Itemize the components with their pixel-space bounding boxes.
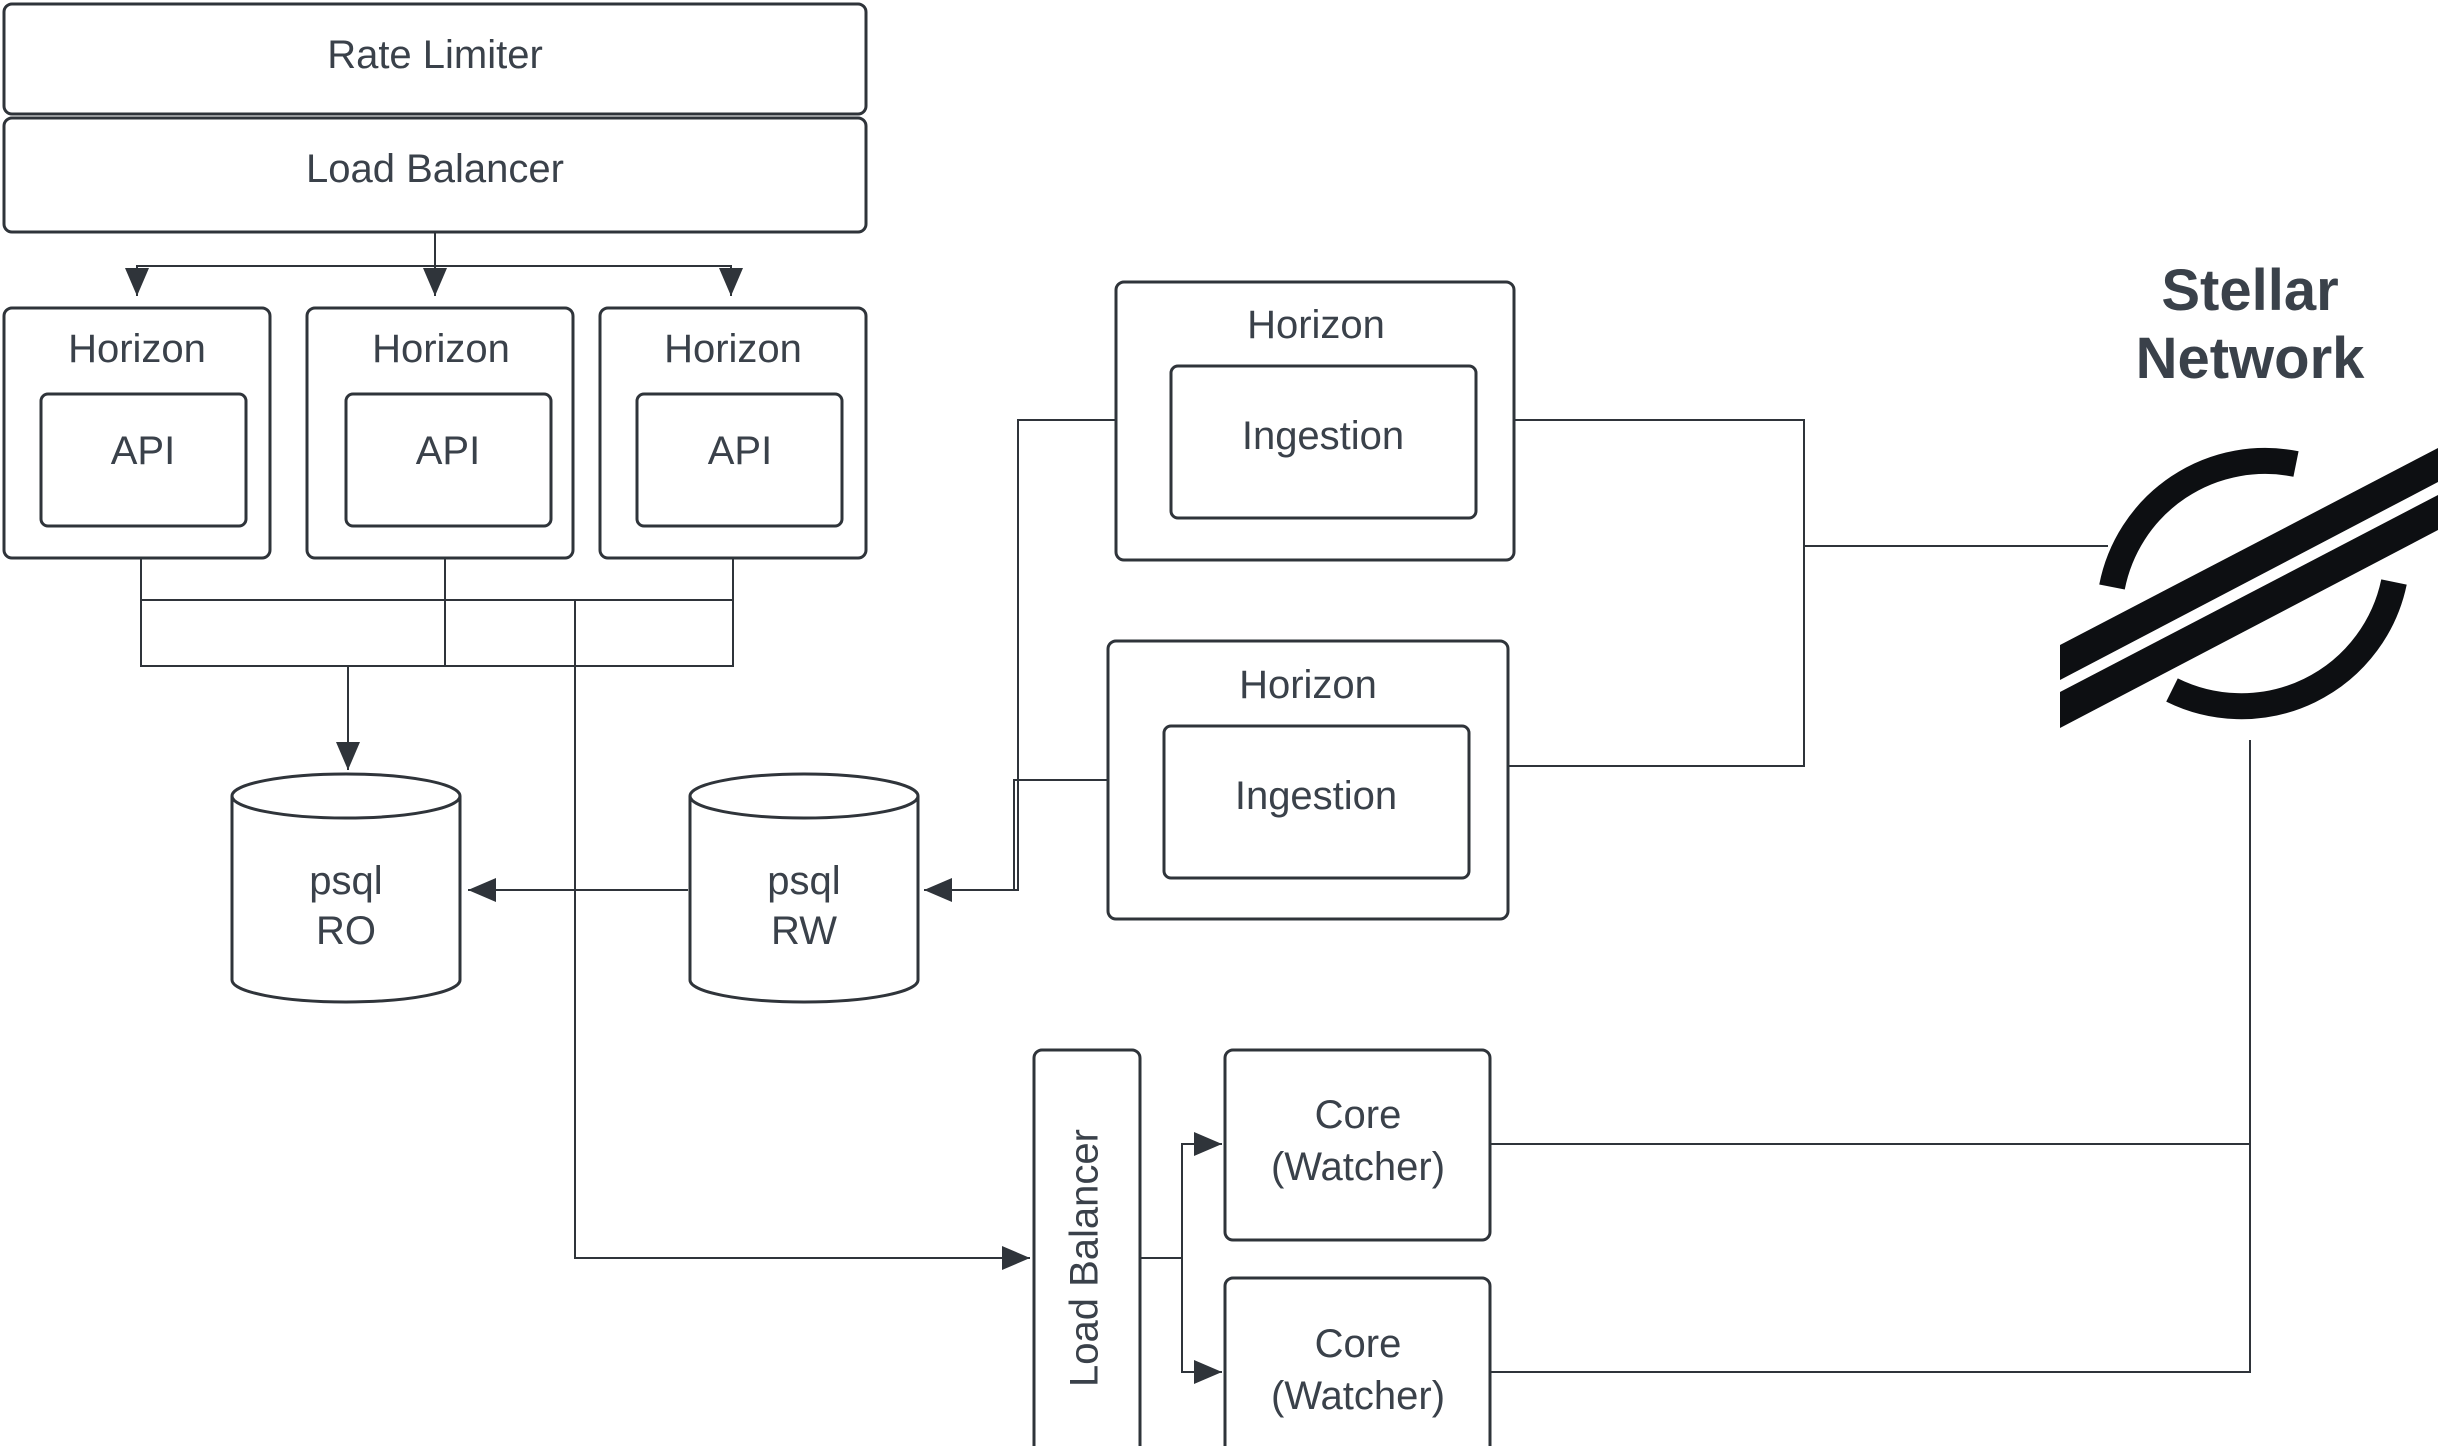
connector-api-to-psql-ro	[140, 558, 734, 601]
load-balancer-top-box: Load Balancer	[2, 116, 868, 234]
core-watcher-line1: Core	[1315, 1093, 1402, 1137]
load-balancer-core-box: Load Balancer	[1032, 1048, 1142, 1446]
connector-ingestion-to-rw	[924, 419, 1116, 902]
horizon-api-title: Horizon	[664, 327, 802, 371]
horizon-api-inner: API	[416, 429, 480, 473]
connector-lb-to-api	[435, 265, 743, 296]
psql-ro-line1: psql	[309, 859, 382, 903]
horizon-api-node: Horizon API	[2, 306, 272, 560]
horizon-api-title: Horizon	[68, 327, 206, 371]
horizon-ingestion-inner: Ingestion	[1242, 414, 1404, 458]
rate-limiter-label: Rate Limiter	[327, 33, 543, 77]
connector-core-lb-to-core	[1140, 1132, 1222, 1259]
psql-rw-line2: RW	[771, 909, 837, 953]
connector-core-to-network	[1490, 740, 2251, 1145]
core-watcher-line2: (Watcher)	[1271, 1145, 1445, 1189]
psql-rw-line1: psql	[767, 859, 840, 903]
core-watcher-line1: Core	[1315, 1322, 1402, 1366]
psql-rw-database: psql RW	[688, 772, 920, 1004]
psql-ro-line2: RO	[316, 909, 376, 953]
horizon-ingestion-node: Horizon Ingestion	[1114, 280, 1516, 562]
connector-ingestion-to-network	[1515, 419, 2108, 547]
core-watcher-node: Core (Watcher)	[1223, 1276, 1492, 1446]
connector-core-to-network	[1490, 1144, 2251, 1373]
connector-lb-to-api	[125, 232, 436, 296]
horizon-api-title: Horizon	[372, 327, 510, 371]
stellar-network-title: Stellar Network	[2136, 258, 2366, 391]
stellar-logo-icon	[2060, 447, 2438, 728]
connector-api-to-core-lb	[574, 600, 1030, 1270]
rate-limiter-box: Rate Limiter	[2, 2, 868, 116]
connector-api-to-psql-ro	[140, 558, 360, 770]
load-balancer-top-label: Load Balancer	[306, 147, 564, 191]
connector-ingestion-to-rw	[1013, 779, 1108, 890]
core-watcher-line2: (Watcher)	[1271, 1374, 1445, 1418]
horizon-api-node: Horizon API	[598, 306, 868, 560]
connector-core-lb-to-core	[1181, 1258, 1222, 1384]
connector-api-to-psql-ro	[348, 558, 734, 667]
horizon-api-node: Horizon API	[305, 306, 575, 560]
stellar-title-line2: Network	[2136, 326, 2366, 391]
psql-ro-database: psql RO	[230, 772, 462, 1004]
load-balancer-core-label: Load Balancer	[1063, 1129, 1107, 1387]
connector-ingestion-to-network	[1508, 546, 1805, 767]
stellar-title-line1: Stellar	[2161, 258, 2338, 323]
horizon-api-inner: API	[111, 429, 175, 473]
core-watcher-node: Core (Watcher)	[1223, 1048, 1492, 1242]
horizon-api-inner: API	[708, 429, 772, 473]
connectors	[125, 232, 2251, 1384]
horizon-ingestion-title: Horizon	[1239, 663, 1377, 707]
horizon-ingestion-node: Horizon Ingestion	[1106, 639, 1510, 921]
connector-api-to-psql-ro	[348, 558, 446, 667]
horizon-ingestion-title: Horizon	[1247, 303, 1385, 347]
horizon-ingestion-inner: Ingestion	[1235, 774, 1397, 818]
